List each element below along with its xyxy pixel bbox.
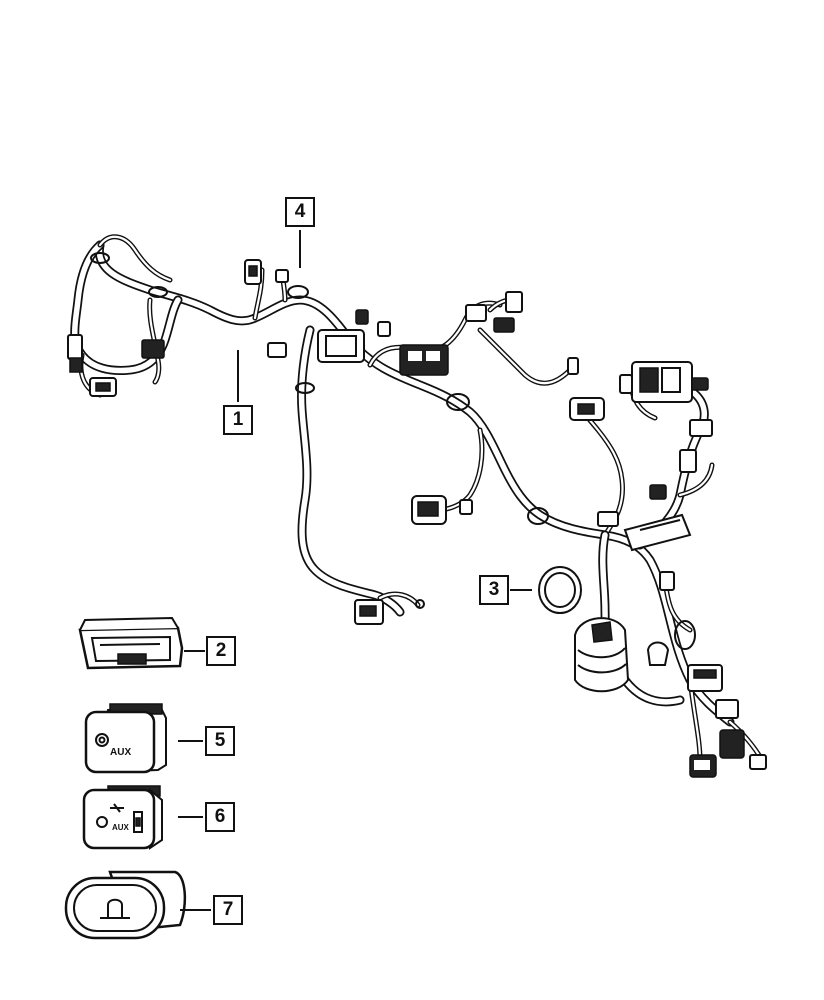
callout-1: 1	[223, 405, 253, 435]
callout-5: 5	[205, 726, 235, 756]
leader-lines	[178, 230, 532, 911]
callout-2: 2	[206, 636, 236, 666]
aux-label-5: AUX	[110, 747, 131, 758]
wiring-harness	[67, 234, 767, 778]
callout-6: 6	[205, 802, 235, 832]
callout-3: 3	[479, 575, 509, 605]
callout-7: 7	[213, 895, 243, 925]
aux-label-6: AUX	[112, 823, 130, 832]
callout-4: 4	[285, 197, 315, 227]
oval-switch	[64, 870, 187, 940]
aux-switch: AUX	[84, 703, 167, 774]
switch-bezel	[78, 616, 184, 670]
grommet-plug	[538, 566, 582, 614]
aux-usb-switch: AUX	[82, 785, 163, 850]
